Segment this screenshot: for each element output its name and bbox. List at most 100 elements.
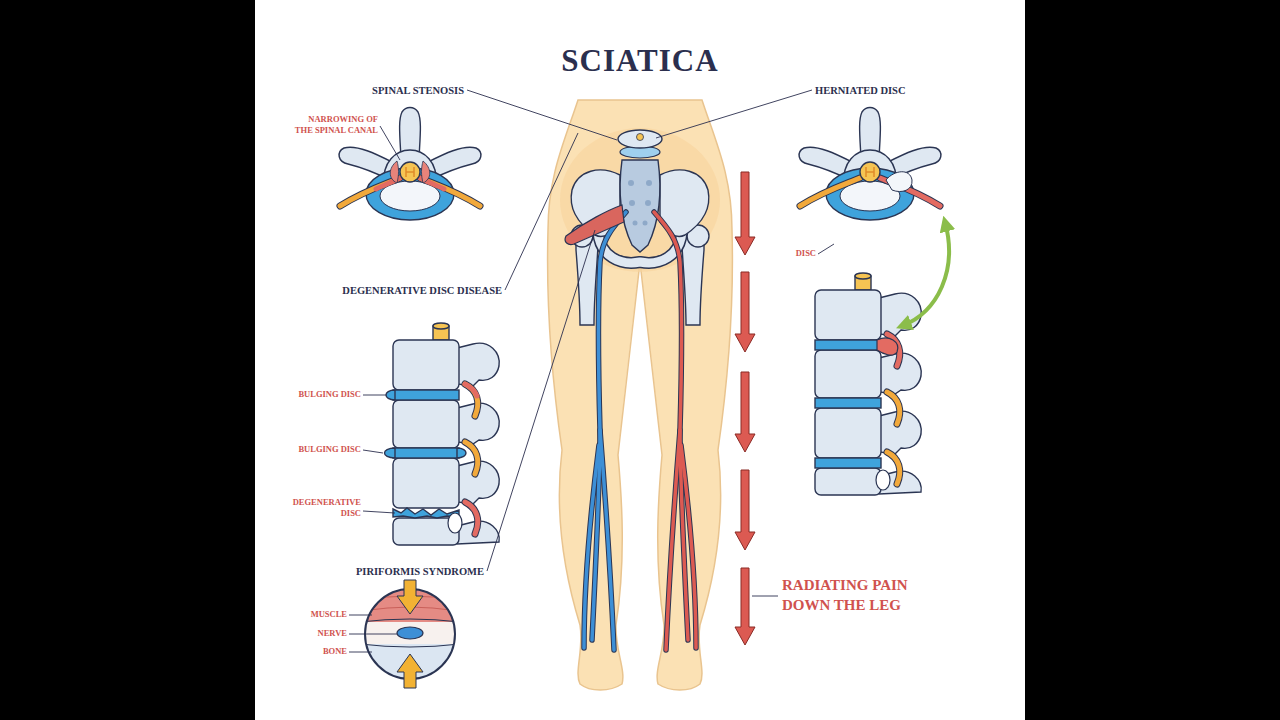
- spinal-cord: [860, 162, 880, 182]
- nerve-outline: [465, 502, 478, 534]
- pressure-arrow: [397, 580, 423, 614]
- sacral-foramen: [645, 200, 651, 206]
- inflamed-nerve: [465, 384, 477, 396]
- part-label: PIRIFORMIS SYNDROME: [356, 565, 484, 578]
- leader-line: [380, 126, 400, 160]
- bulging-disc: [457, 448, 466, 458]
- vertebral-body: [393, 400, 459, 448]
- part-label: HERNIATED DISC: [815, 84, 906, 97]
- sacral-foramen: [629, 200, 635, 206]
- posterior-element: [457, 343, 499, 386]
- narrowing: [390, 161, 398, 183]
- spinal-cord: [433, 323, 449, 329]
- bone-spur: [448, 513, 462, 533]
- leader-line: [363, 395, 386, 396]
- pain-arrow: [735, 568, 755, 645]
- leader-line: [363, 450, 383, 453]
- nerve-outline: [887, 392, 900, 424]
- vertebra-top-view: [799, 108, 941, 221]
- sacrum: [620, 160, 660, 252]
- herniation: [886, 172, 912, 192]
- nerve-outline: [465, 442, 478, 474]
- bulging-disc: [385, 448, 396, 458]
- nerve-root: [887, 392, 900, 424]
- nerve-root: [800, 178, 860, 206]
- part-label: BULGING DISC: [298, 389, 361, 400]
- herniation: [877, 338, 898, 355]
- nerve-outline: [800, 178, 860, 206]
- sacral-foramen: [633, 221, 638, 226]
- leader-line: [752, 596, 778, 597]
- grey-matter: [866, 167, 874, 177]
- vertebral-body: [393, 458, 459, 508]
- nerve-root: [465, 384, 478, 416]
- vertebral-arch: [384, 150, 436, 184]
- nerve-root: [340, 178, 400, 206]
- pain-arrow: [735, 372, 755, 452]
- vertebra-top-view: [339, 108, 481, 221]
- leader-line: [487, 230, 595, 571]
- nerve-outline: [600, 430, 614, 650]
- disc: [815, 340, 881, 350]
- bulging-disc: [386, 390, 395, 400]
- vertebral-body: [815, 290, 881, 340]
- part-label: DEGENERATIVE DISC DISEASE: [342, 284, 502, 297]
- narrowing: [422, 161, 430, 183]
- spinal-cord: [855, 273, 871, 279]
- part-label: NERVE: [318, 628, 347, 639]
- sacral-foramen: [628, 180, 634, 186]
- vertebral-body: [815, 408, 881, 458]
- part-label: SPINAL STENOSIS: [372, 84, 464, 97]
- posterior-element: [879, 293, 921, 336]
- spinal-cord: [637, 134, 644, 141]
- vertebral-body: [815, 350, 881, 398]
- leader-line: [505, 133, 578, 290]
- zoom-arrow: [902, 222, 949, 326]
- nerve-branch: [681, 445, 696, 648]
- grey-matter: [406, 167, 414, 177]
- spinal-cord: [400, 162, 420, 182]
- leader-line: [349, 615, 372, 616]
- nerve-branch: [666, 430, 680, 650]
- piriformis-muscle: [565, 205, 624, 245]
- vertebral-body: [815, 468, 881, 495]
- nerve-layer: [360, 622, 460, 644]
- leader-line: [349, 634, 397, 635]
- disc: [815, 398, 881, 408]
- part-label: BONE: [323, 646, 347, 657]
- disc: [815, 458, 881, 468]
- nerve-outline: [340, 178, 400, 206]
- part-label: DEGENERATIVE DISC: [285, 497, 361, 518]
- inflamed-nerve: [465, 502, 478, 534]
- leader-line: [656, 90, 812, 138]
- nerve-section: [397, 627, 423, 639]
- part-label: BULGING DISC: [298, 444, 361, 455]
- disc: [393, 390, 459, 400]
- leader-line: [467, 90, 617, 140]
- part-label: MUSCLE: [311, 609, 347, 620]
- sacral-foramen: [643, 221, 648, 226]
- nerve-branch: [584, 445, 599, 648]
- nerve-outline: [465, 384, 478, 416]
- body-silhouette: [548, 100, 733, 690]
- layer-border: [360, 619, 460, 647]
- leader-line: [363, 511, 395, 513]
- pain-arrow: [735, 272, 755, 352]
- diagram-title: SCIATICA: [0, 42, 1280, 79]
- sacral-foramen: [646, 180, 652, 186]
- disc: [393, 448, 459, 458]
- nerve-root: [420, 178, 480, 206]
- nerve-root: [465, 442, 478, 474]
- spine-side-view: [815, 273, 921, 495]
- nerve-branch: [600, 430, 614, 650]
- nerve-outline: [666, 430, 680, 650]
- bone-spur: [876, 470, 890, 490]
- part-label: DISC: [796, 248, 816, 259]
- leader-line: [818, 244, 834, 254]
- vertebral-body: [393, 340, 459, 390]
- nerve-outline: [420, 178, 480, 206]
- pain-arrow: [735, 172, 755, 255]
- pressure-arrow: [397, 654, 423, 688]
